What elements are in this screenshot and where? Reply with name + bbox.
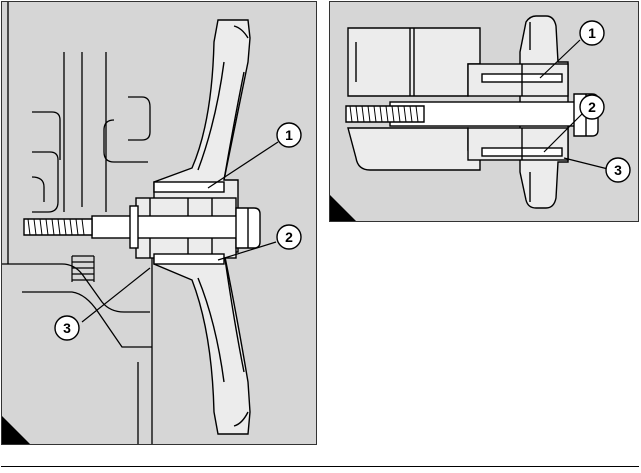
detail-callout-1: 1 [579, 20, 605, 46]
bolt [23, 205, 261, 249]
callout-3: 3 [54, 315, 80, 341]
right-detail-drawing: 1 2 3 [345, 15, 631, 209]
left-assembly-view: 1 2 3 [1, 1, 317, 445]
corner-marker-detail [330, 195, 356, 221]
callout-3-label: 3 [63, 320, 71, 336]
housing [347, 27, 481, 171]
bottom-rule [1, 466, 639, 467]
callout-2: 2 [276, 224, 302, 250]
leader-lines [81, 141, 279, 323]
corner-marker [2, 416, 30, 444]
detail-callout-2: 2 [579, 94, 605, 120]
engine-casting [2, 2, 153, 444]
callout-2-label: 2 [285, 229, 293, 245]
detail-callout-3-label: 3 [614, 162, 622, 178]
spring [71, 255, 95, 282]
right-detail-view: 1 2 3 [329, 1, 639, 222]
leader-lines-detail [539, 39, 609, 170]
callout-1: 1 [276, 122, 302, 148]
spacer [467, 63, 569, 161]
detail-callout-3: 3 [605, 157, 631, 183]
callout-1-label: 1 [285, 127, 293, 143]
detail-callout-1-label: 1 [588, 25, 596, 41]
detail-callout-2-label: 2 [588, 99, 596, 115]
left-assembly-drawing: 1 2 3 [2, 2, 302, 444]
